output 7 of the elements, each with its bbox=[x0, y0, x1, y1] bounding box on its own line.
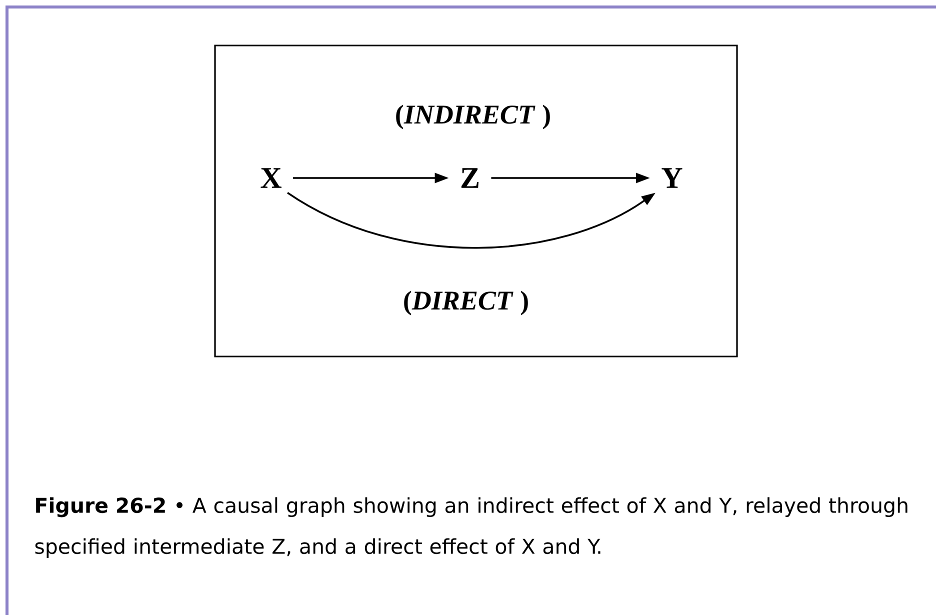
path-label: (INDIRECT ) bbox=[396, 104, 550, 130]
variable-label: Y bbox=[662, 168, 682, 188]
variable-label: Z bbox=[461, 168, 478, 188]
figure-caption: Figure 26-2 • A causal graph showing an indirect effect of X and Y, relayed through specified intermediate Z, and a direct effect of X and Y. bbox=[35, 497, 908, 558]
path-label: (DIRECT ) bbox=[404, 290, 528, 316]
figure-frame bbox=[214, 44, 738, 358]
variable-label: X bbox=[260, 168, 282, 188]
